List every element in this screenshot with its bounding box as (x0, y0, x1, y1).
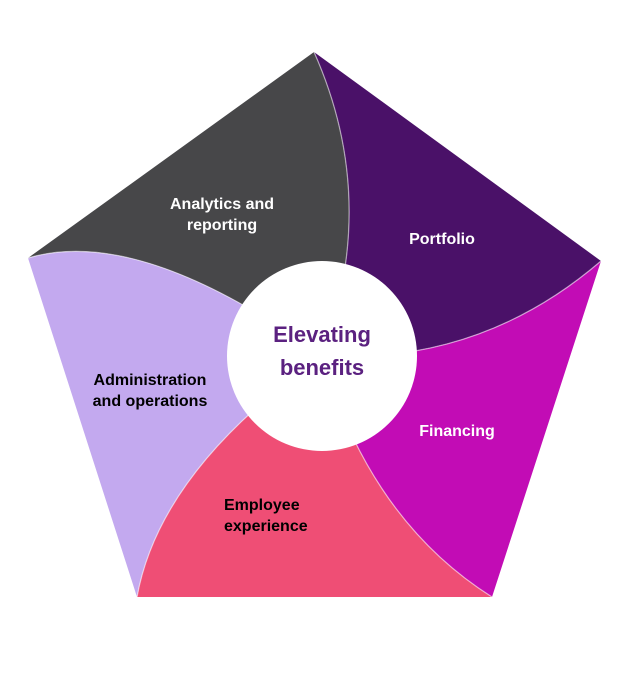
segment-employee-experience (137, 356, 492, 597)
segment-label-portfolio: Portfolio (409, 231, 475, 248)
segment-label-financing: Financing (419, 423, 495, 440)
segment-portfolio (314, 52, 601, 357)
center-title-line1: Elevating (273, 322, 371, 347)
segment-label-employee-line2: experience (224, 518, 308, 535)
segment-label-employee-line1: Employee (224, 497, 300, 514)
segment-label-administration-line1: Administration (94, 372, 207, 389)
segment-label-administration-line2: and operations (93, 393, 208, 410)
segment-label-analytics-line2: reporting (187, 217, 257, 234)
segment-label-analytics-line1: Analytics and (170, 196, 274, 213)
center-hub-circle (227, 261, 417, 451)
segment-financing (322, 261, 601, 597)
center-title-line2: benefits (280, 355, 364, 380)
